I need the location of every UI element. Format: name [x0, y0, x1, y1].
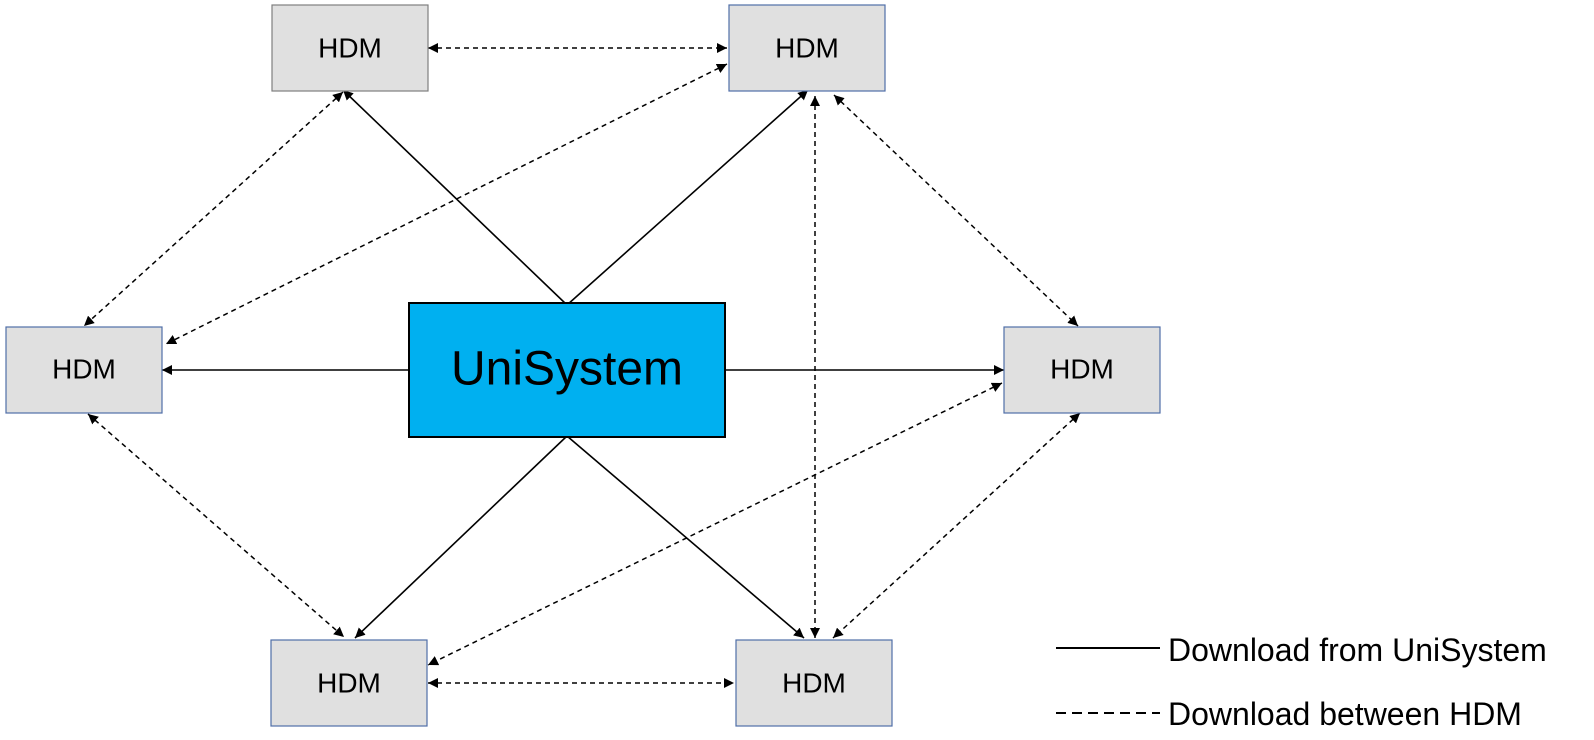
- edge-hdm-mid-right-bottom-right: [832, 412, 1081, 639]
- node-hdm-bottom-right: HDM: [735, 639, 893, 727]
- edge-hdm-mid-right-bottom-left: [427, 382, 1003, 666]
- hdm-top-right-label: HDM: [775, 33, 839, 64]
- edge-unisystem-to-top-right: [566, 89, 809, 306]
- legend-dashed-label: Download between HDM: [1168, 696, 1522, 732]
- edge-hdm-top-right-mid-right: [833, 94, 1079, 327]
- legend-solid-label: Download from UniSystem: [1168, 632, 1547, 668]
- node-hdm-top-right: HDM: [728, 4, 886, 92]
- hdm-bottom-left-label: HDM: [317, 668, 381, 699]
- edge-hdm-top-left-mid-left: [83, 91, 344, 327]
- hdm-bottom-right-label: HDM: [782, 668, 846, 699]
- node-hdm-bottom-left: HDM: [270, 639, 428, 727]
- node-hdm-mid-right: HDM: [1003, 326, 1161, 414]
- edge-unisystem-to-top-left: [342, 89, 568, 306]
- edge-unisystem-to-bottom-left: [354, 435, 568, 639]
- node-hdm-mid-left: HDM: [5, 326, 163, 414]
- legend: Download from UniSystem Download between…: [1056, 632, 1547, 732]
- edge-hdm-mid-left-bottom-left: [87, 413, 345, 638]
- node-hdm-top-left: HDM: [271, 4, 429, 92]
- dashed-edges: [83, 43, 1081, 688]
- hdm-top-left-label: HDM: [318, 33, 382, 64]
- edge-unisystem-to-bottom-right: [566, 435, 805, 639]
- edge-hdm-top-right-mid-left: [165, 63, 728, 345]
- hdm-mid-left-label: HDM: [52, 354, 116, 385]
- node-unisystem: UniSystem: [408, 302, 726, 438]
- unisystem-label: UniSystem: [451, 343, 683, 396]
- hdm-mid-right-label: HDM: [1050, 354, 1114, 385]
